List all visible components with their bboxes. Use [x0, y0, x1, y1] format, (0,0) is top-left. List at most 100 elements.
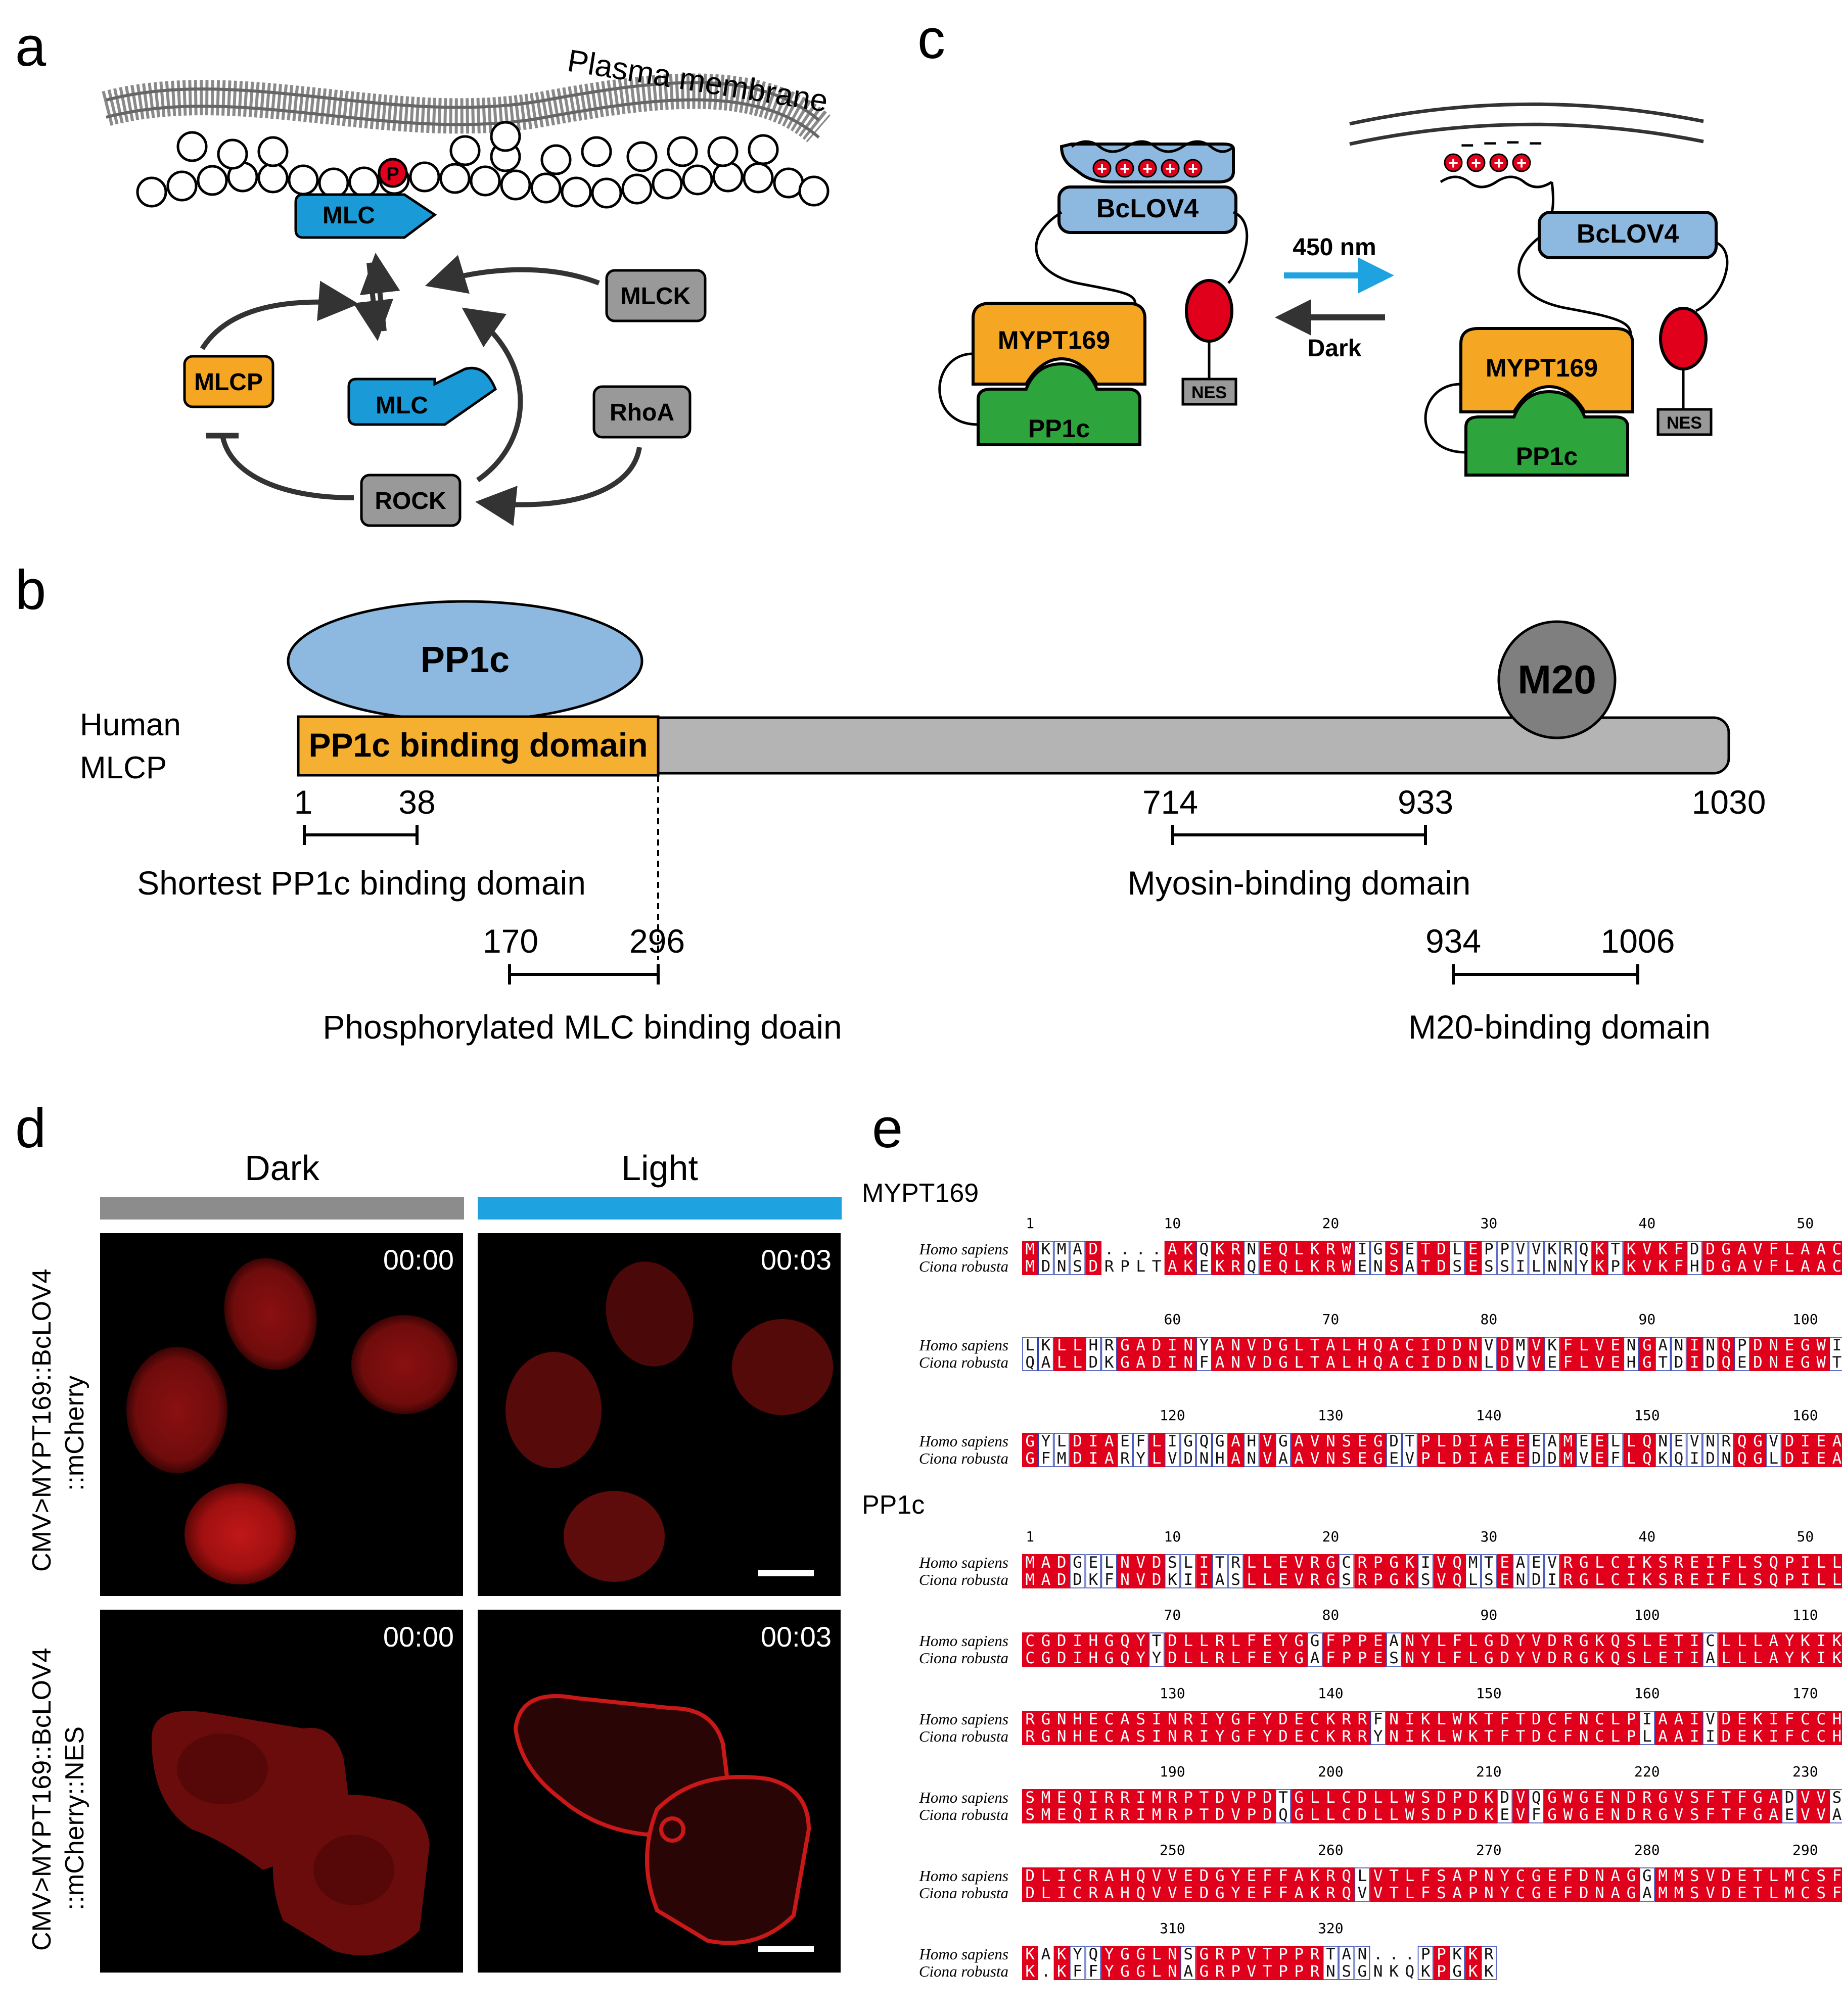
- pp1c-light-label: PP1c: [1516, 442, 1578, 471]
- svg-text:S: S: [1690, 1806, 1699, 1824]
- svg-text:V: V: [1263, 1432, 1272, 1450]
- svg-text:K: K: [1627, 1240, 1636, 1258]
- plus-charges-dark: + + + + +: [1092, 159, 1203, 178]
- svg-text:D: D: [1358, 1789, 1367, 1807]
- svg-text:G: G: [1722, 1240, 1731, 1258]
- svg-text:G: G: [1627, 1884, 1636, 1902]
- svg-text:F: F: [1500, 1710, 1509, 1728]
- timestamp-r1-light: 00:03: [761, 1244, 832, 1276]
- svg-text:M: M: [1041, 1789, 1051, 1807]
- svg-text:T: T: [1610, 1240, 1620, 1258]
- svg-text:I: I: [1690, 1727, 1699, 1746]
- svg-text:D: D: [1437, 1806, 1446, 1824]
- svg-text:L: L: [1152, 1945, 1162, 1963]
- svg-text:Y: Y: [1579, 1257, 1589, 1276]
- phospho-mlc-domain-label: Phosphorylated MLC binding doain: [323, 1008, 842, 1046]
- svg-text:R: R: [1215, 1632, 1225, 1650]
- svg-text:W: W: [1452, 1727, 1462, 1746]
- svg-text:Y: Y: [1215, 1727, 1225, 1746]
- svg-text:I: I: [1769, 1710, 1778, 1728]
- svg-text:V: V: [1405, 1449, 1415, 1468]
- svg-text:L: L: [1152, 1449, 1162, 1468]
- svg-text:S: S: [1073, 1257, 1082, 1276]
- svg-text:S: S: [1690, 1884, 1699, 1902]
- svg-text:D: D: [1532, 1710, 1541, 1728]
- svg-text:L: L: [1437, 1432, 1446, 1450]
- svg-text:T: T: [1310, 1353, 1320, 1372]
- svg-text:G: G: [1041, 1649, 1051, 1667]
- svg-text:N: N: [1326, 1432, 1336, 1450]
- panel-b-label: b: [15, 559, 46, 621]
- svg-text:C: C: [1610, 1554, 1620, 1572]
- svg-text:E: E: [1737, 1867, 1747, 1885]
- svg-text:N: N: [1484, 1867, 1494, 1885]
- svg-text:C: C: [1104, 1727, 1114, 1746]
- svg-text:E: E: [1547, 1867, 1557, 1885]
- svg-text:Y: Y: [1200, 1336, 1209, 1354]
- svg-text:F: F: [1278, 1867, 1288, 1885]
- svg-text:G: G: [1753, 1806, 1763, 1824]
- svg-text:N: N: [1373, 1257, 1383, 1276]
- position-number: 70: [1164, 1607, 1181, 1623]
- svg-text:V: V: [1294, 1554, 1304, 1572]
- svg-text:L: L: [1073, 1336, 1082, 1354]
- svg-text:S: S: [1136, 1727, 1145, 1746]
- position-number: 80: [1322, 1607, 1339, 1623]
- svg-text:S: S: [1389, 1257, 1399, 1276]
- svg-text:N: N: [1326, 1962, 1336, 1981]
- svg-text:G: G: [1547, 1789, 1557, 1807]
- svg-text:M: M: [1658, 1884, 1668, 1902]
- svg-text:G: G: [1120, 1962, 1130, 1981]
- svg-text:Q: Q: [1674, 1449, 1684, 1468]
- svg-text:R: R: [1563, 1649, 1573, 1667]
- svg-text:L: L: [1057, 1432, 1067, 1450]
- svg-text:G: G: [1389, 1554, 1399, 1572]
- svg-text:I: I: [1516, 1257, 1526, 1276]
- svg-text:E: E: [1500, 1571, 1509, 1589]
- svg-text:I: I: [1769, 1727, 1778, 1746]
- svg-text:W: W: [1342, 1240, 1351, 1258]
- svg-text:L: L: [1484, 1353, 1494, 1372]
- svg-text:I: I: [1801, 1432, 1810, 1450]
- svg-text:C: C: [1595, 1710, 1604, 1728]
- scale-bar-r1: [758, 1570, 814, 1576]
- svg-text:A: A: [1769, 1649, 1778, 1667]
- svg-text:P: P: [1358, 1649, 1367, 1667]
- svg-text:E: E: [1595, 1789, 1604, 1807]
- mlcp-species-label: MLCP: [80, 751, 167, 785]
- svg-text:G: G: [1484, 1632, 1494, 1650]
- svg-text:N: N: [1468, 1353, 1478, 1372]
- membrane-line-outer: [1349, 102, 1704, 126]
- svg-text:L: L: [1468, 1649, 1478, 1667]
- svg-text:C: C: [1025, 1632, 1035, 1650]
- svg-text:F: F: [1421, 1884, 1431, 1902]
- svg-text:F: F: [1104, 1571, 1114, 1589]
- species-homo-sapiens: Homo sapiens: [918, 1632, 1008, 1650]
- svg-text:G: G: [1278, 1353, 1288, 1372]
- svg-text:K: K: [1468, 1727, 1478, 1746]
- svg-text:I: I: [1136, 1789, 1145, 1807]
- svg-text:Q: Q: [1452, 1554, 1462, 1572]
- svg-text:L: L: [1595, 1571, 1604, 1589]
- svg-text:L: L: [1200, 1649, 1209, 1667]
- svg-text:I: I: [1405, 1710, 1415, 1728]
- svg-text:R: R: [1168, 1806, 1177, 1824]
- svg-text:K: K: [1547, 1336, 1557, 1354]
- pos-1006: 1006: [1601, 922, 1675, 960]
- svg-text:K: K: [1484, 1806, 1494, 1824]
- svg-text:D: D: [1263, 1336, 1272, 1354]
- svg-text:D: D: [1183, 1449, 1193, 1468]
- svg-text:T: T: [1152, 1632, 1162, 1650]
- svg-text:C: C: [1310, 1710, 1320, 1728]
- svg-text:D: D: [1706, 1353, 1715, 1372]
- svg-text:–: –: [1461, 130, 1474, 157]
- svg-text:P: P: [1278, 1945, 1288, 1963]
- mlc-top-label: MLC: [323, 202, 375, 229]
- svg-text:W: W: [1816, 1353, 1826, 1372]
- svg-text:M: M: [1674, 1884, 1684, 1902]
- svg-text:H: H: [1089, 1336, 1098, 1354]
- svg-text:V: V: [1642, 1257, 1652, 1276]
- nes-tag-light: [1656, 408, 1713, 436]
